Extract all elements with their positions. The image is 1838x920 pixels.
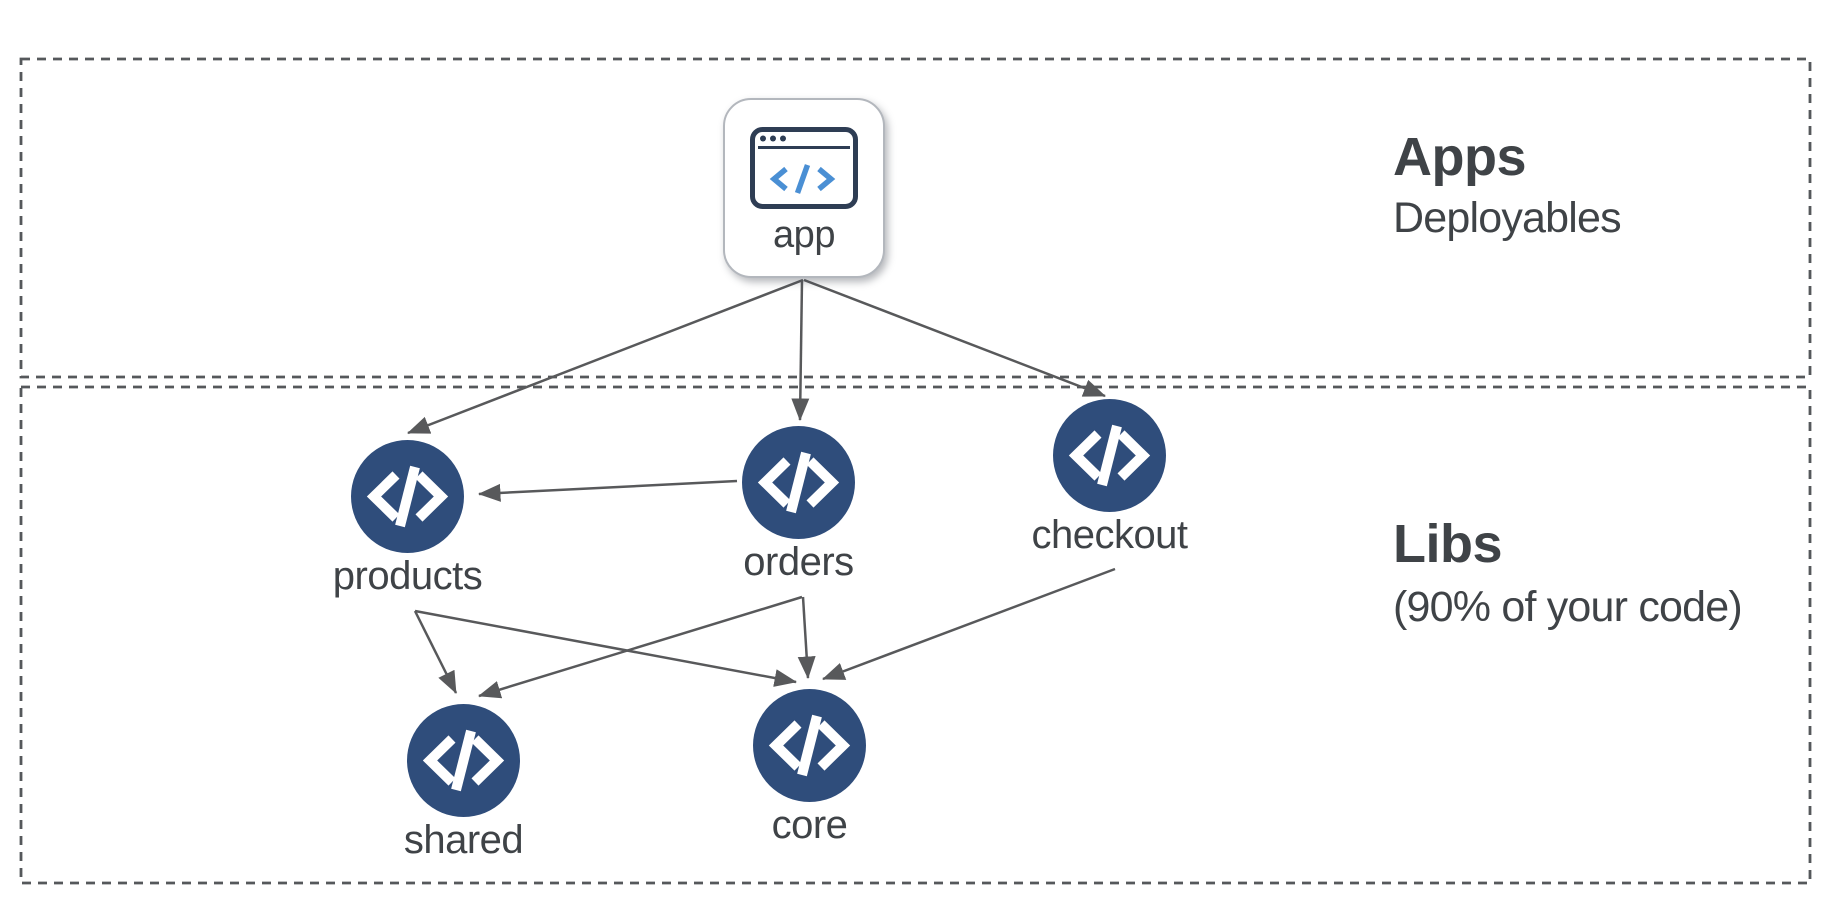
node-core-label: core (771, 803, 848, 847)
edge-products-shared (413, 610, 458, 694)
code-icon (753, 689, 866, 802)
edge-app-checkout (803, 278, 1106, 398)
node-app: app (723, 98, 885, 278)
edge-orders-products (478, 479, 738, 502)
code-icon (407, 704, 520, 817)
node-shared-label: shared (403, 818, 524, 862)
libs-section-title: Libs (1393, 514, 1503, 574)
node-core: core (753, 689, 866, 845)
node-checkout: checkout (1031, 399, 1188, 555)
code-icon (742, 426, 855, 539)
apps-section-subtitle: Deployables (1393, 194, 1622, 242)
apps-section-box (19, 57, 1812, 379)
edge-orders-shared (478, 595, 803, 699)
code-glyph (769, 164, 836, 194)
node-orders-label: orders (743, 540, 854, 584)
code-icon (351, 440, 464, 553)
edge-app-products (407, 278, 804, 435)
node-products-label: products (332, 554, 483, 598)
node-orders: orders (742, 426, 855, 582)
node-checkout-label: checkout (1031, 513, 1188, 557)
code-icon (1053, 399, 1166, 512)
apps-section-title: Apps (1393, 127, 1527, 187)
node-products: products (333, 440, 483, 596)
node-app-label: app (773, 214, 835, 256)
libs-section-box (19, 385, 1812, 885)
libs-section-subtitle: (90% of your code) (1393, 583, 1743, 631)
edge-app-orders (791, 279, 810, 421)
node-shared: shared (404, 704, 524, 860)
browser-window-icon (750, 127, 858, 209)
edge-checkout-core (822, 567, 1116, 681)
edge-orders-core (797, 596, 816, 679)
edge-products-core (414, 609, 797, 687)
